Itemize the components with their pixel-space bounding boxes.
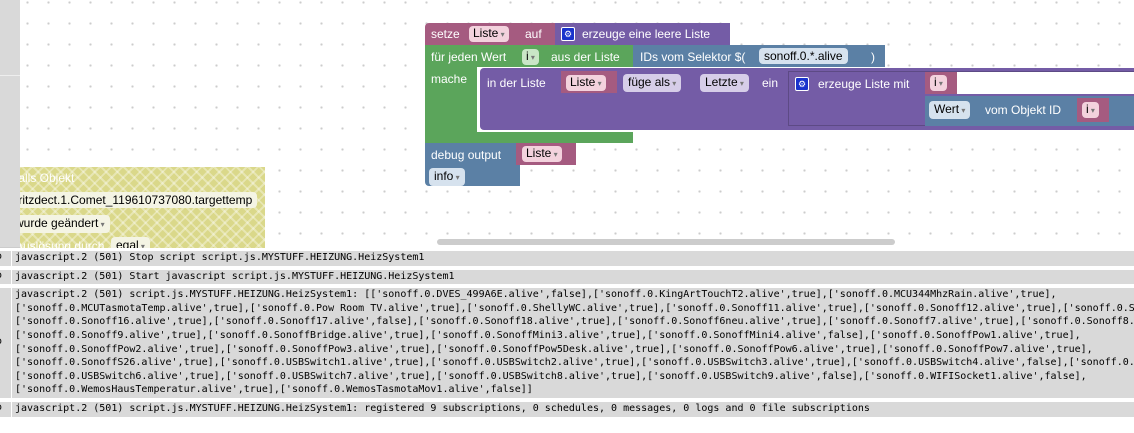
foreach-label: für jeden Wert — [431, 50, 507, 64]
log-line: ['sonoff.0.SonoffS26.alive',true],['sono… — [15, 357, 1134, 369]
create-with-label: erzeuge Liste mit — [818, 77, 910, 91]
list-insert-block[interactable]: in der Liste Liste füge als Letzte ein ⚙… — [480, 68, 1134, 130]
log-message: javascript.2 (501) script.js.MYSTUFF.HEI… — [15, 402, 870, 416]
log-line: ['sonoff.0.USBSwitch6.alive',true],['son… — [15, 370, 1087, 382]
gear-icon[interactable]: ⚙ — [795, 77, 809, 91]
log-line: javascript.2 (501) script.js.MYSTUFF.HEI… — [15, 403, 870, 414]
log-message: javascript.2 (501) Stop script script.js… — [15, 251, 424, 265]
log-level-dropdown[interactable]: info — [429, 168, 465, 186]
trigger-dropdown[interactable]: egal — [111, 237, 150, 248]
log-line: ['sonoff.0.Sonoff16.alive',true],['sonof… — [15, 316, 1134, 328]
log-message: javascript.2 (501) script.js.MYSTUFF.HEI… — [15, 288, 1134, 397]
left-panel — [0, 0, 20, 248]
log-message: javascript.2 (501) Start javascript scri… — [15, 270, 455, 284]
create-list-with-block[interactable]: ⚙ erzeuge Liste mit i Wert vom Objekt ID… — [788, 71, 1134, 126]
list-variable-dropdown[interactable]: Liste — [566, 75, 606, 91]
loop-variable-dropdown[interactable]: i — [522, 49, 539, 65]
log-line: javascript.2 (501) Stop script script.js… — [15, 252, 425, 263]
selector-label: IDs vom Selektor $( — [640, 50, 746, 64]
log-line: ['sonoff.0.WemosHausTemperatur.alive',tr… — [15, 384, 533, 396]
selector-block[interactable]: IDs vom Selektor $( sonoff.0.*.alive ) — [633, 45, 885, 67]
gear-icon[interactable]: ⚙ — [561, 27, 575, 41]
object-variable-dropdown[interactable]: i — [1082, 102, 1099, 118]
log-marker: o — [0, 402, 12, 417]
condition-dropdown[interactable]: wurde geändert — [20, 215, 110, 233]
log-line: javascript.2 (501) Start javascript scri… — [15, 270, 455, 282]
in-label: ein — [762, 76, 779, 90]
log-marker: o — [0, 288, 12, 398]
set-variable-block[interactable]: setze Liste auf — [425, 23, 555, 45]
create-empty-label: erzeuge eine leere Liste — [582, 27, 711, 41]
trigger-block[interactable]: falls Objekt fritzdect.1.Comet_119610737… — [20, 167, 265, 248]
divider — [0, 75, 20, 76]
log-marker: o — [0, 269, 12, 285]
trigger-title: falls Objekt — [20, 171, 75, 185]
selector-input[interactable]: sonoff.0.*.alive — [759, 48, 848, 64]
log-line: ['sonoff.0.MCUTasmotaTemp.alive',true],[… — [15, 302, 1134, 314]
blockly-workspace[interactable]: falls Objekt fritzdect.1.Comet_119610737… — [20, 0, 1134, 248]
get-value-block[interactable]: Wert vom Objekt ID i — [925, 96, 1134, 126]
log-line: ['sonoff.0.Sonoff9.alive',true],['sonoff… — [15, 329, 1081, 341]
debug-label: debug output — [431, 148, 502, 162]
log-row: ojavascript.2 (501) script.js.MYSTUFF.HE… — [0, 402, 1134, 419]
log-panel: ojavascript.2 (501) Stop script script.j… — [0, 248, 1134, 433]
debug-output-block[interactable]: debug output info — [425, 143, 520, 186]
log-line: javascript.2 (501) script.js.MYSTUFF.HEI… — [15, 289, 1057, 301]
log-row: ojavascript.2 (501) script.js.MYSTUFF.HE… — [0, 288, 1134, 400]
variable-dropdown[interactable]: Liste — [469, 26, 509, 42]
trigger-label: Auslösung durch — [20, 239, 105, 248]
in-list-label: in der Liste — [487, 76, 546, 90]
create-empty-list-block[interactable]: ⚙ erzeuge eine leere Liste — [555, 23, 730, 45]
debug-variable-dropdown[interactable]: Liste — [522, 146, 562, 162]
log-line: ['sonoff.0.SonoffPow2.alive',true],['son… — [15, 343, 1093, 355]
horizontal-scrollbar[interactable] — [437, 239, 895, 245]
insert-mode-dropdown[interactable]: füge als — [623, 74, 682, 92]
from-list-label: aus der Liste — [551, 50, 620, 64]
debug-var-block[interactable]: Liste — [516, 143, 576, 165]
item-variable-dropdown[interactable]: i — [930, 75, 947, 91]
empty-slot — [925, 72, 1134, 94]
log-row: ojavascript.2 (501) Stop script script.j… — [0, 251, 1134, 268]
log-marker: o — [0, 251, 12, 266]
from-object-label: vom Objekt ID — [985, 103, 1062, 117]
position-dropdown[interactable]: Letzte — [700, 74, 749, 92]
do-label: mache — [431, 72, 468, 86]
object-id-field[interactable]: fritzdect.1.Comet_119610737080.targettem… — [20, 192, 258, 208]
log-row: ojavascript.2 (501) Start javascript scr… — [0, 269, 1134, 287]
set-label: setze — [431, 27, 460, 41]
to-label: auf — [525, 27, 542, 41]
selector-close: ) — [871, 50, 875, 64]
value-kind-dropdown[interactable]: Wert — [929, 101, 971, 119]
